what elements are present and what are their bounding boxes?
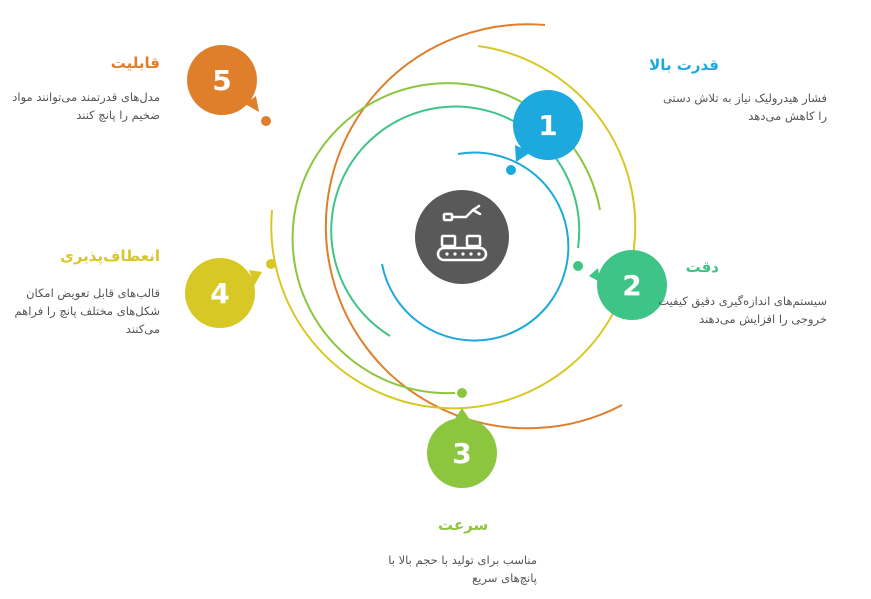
item-1-title: قدرت بالا bbox=[649, 56, 719, 74]
item-3-title: سرعت bbox=[438, 516, 489, 534]
item-4-desc-line: قالب‌های قابل تعویض امکان bbox=[26, 286, 160, 300]
ring-dot-2 bbox=[573, 261, 583, 271]
item-5-title: قابلیت bbox=[110, 54, 160, 72]
item-3-desc-line: پانچ‌های سریع bbox=[472, 571, 537, 585]
badge-1-number: 1 bbox=[538, 109, 557, 142]
ring-dot-5 bbox=[261, 116, 271, 126]
badge-2: 2 bbox=[589, 250, 667, 320]
badge-3: 3 bbox=[427, 408, 497, 488]
item-2-title: دقت bbox=[685, 258, 719, 276]
item-4-description: قالب‌های قابل تعویض امکان شکل‌های مختلف … bbox=[15, 284, 161, 338]
item-5-description: مدل‌های قدرتمند می‌توانند مواد ضخیم را پ… bbox=[12, 88, 160, 124]
item-2-desc-line: سیستم‌های اندازه‌گیری دقیق کیفیت bbox=[658, 294, 827, 308]
item-3-desc-line: مناسب برای تولید با حجم بالا با bbox=[388, 553, 537, 567]
ring-5 bbox=[324, 23, 623, 430]
item-4-title: انعطاف‌پذیری bbox=[60, 247, 160, 265]
badge-2-number: 2 bbox=[622, 269, 641, 302]
item-1-desc-line: را کاهش می‌دهد bbox=[748, 109, 827, 123]
ring-dot-3 bbox=[457, 388, 467, 398]
item-3-description: مناسب برای تولید با حجم بالا با پانچ‌های… bbox=[388, 551, 537, 587]
item-5-desc-line: ضخیم را پانچ کنند bbox=[76, 108, 160, 122]
ring-4 bbox=[270, 45, 637, 410]
item-2-desc-line: خروجی را افزایش می‌دهند bbox=[699, 312, 827, 326]
ring-dot-4 bbox=[266, 259, 276, 269]
item-4-desc-line: می‌کنند bbox=[125, 322, 160, 336]
item-1-description: فشار هیدرولیک نیاز به تلاش دستی را کاهش … bbox=[663, 89, 827, 125]
badge-4-number: 4 bbox=[210, 277, 229, 310]
item-1-desc-line: فشار هیدرولیک نیاز به تلاش دستی bbox=[662, 91, 827, 105]
center-hub bbox=[415, 190, 509, 284]
item-4-desc-line: شکل‌های مختلف پانچ را فراهم bbox=[14, 304, 161, 318]
ring-2 bbox=[330, 105, 581, 337]
badge-5-number: 5 bbox=[212, 64, 231, 97]
badge-3-number: 3 bbox=[452, 437, 471, 470]
badge-4: 4 bbox=[185, 258, 262, 328]
badge-1: 1 bbox=[513, 90, 583, 162]
conveyor-robot-arm-icon bbox=[436, 204, 488, 262]
badge-5: 5 bbox=[187, 45, 259, 115]
item-5-desc-line: مدل‌های قدرتمند می‌توانند مواد bbox=[12, 90, 160, 104]
ring-1 bbox=[381, 151, 570, 342]
ring-dot-1 bbox=[506, 165, 516, 175]
item-2-description: سیستم‌های اندازه‌گیری دقیق کیفیت خروجی ر… bbox=[658, 292, 827, 328]
